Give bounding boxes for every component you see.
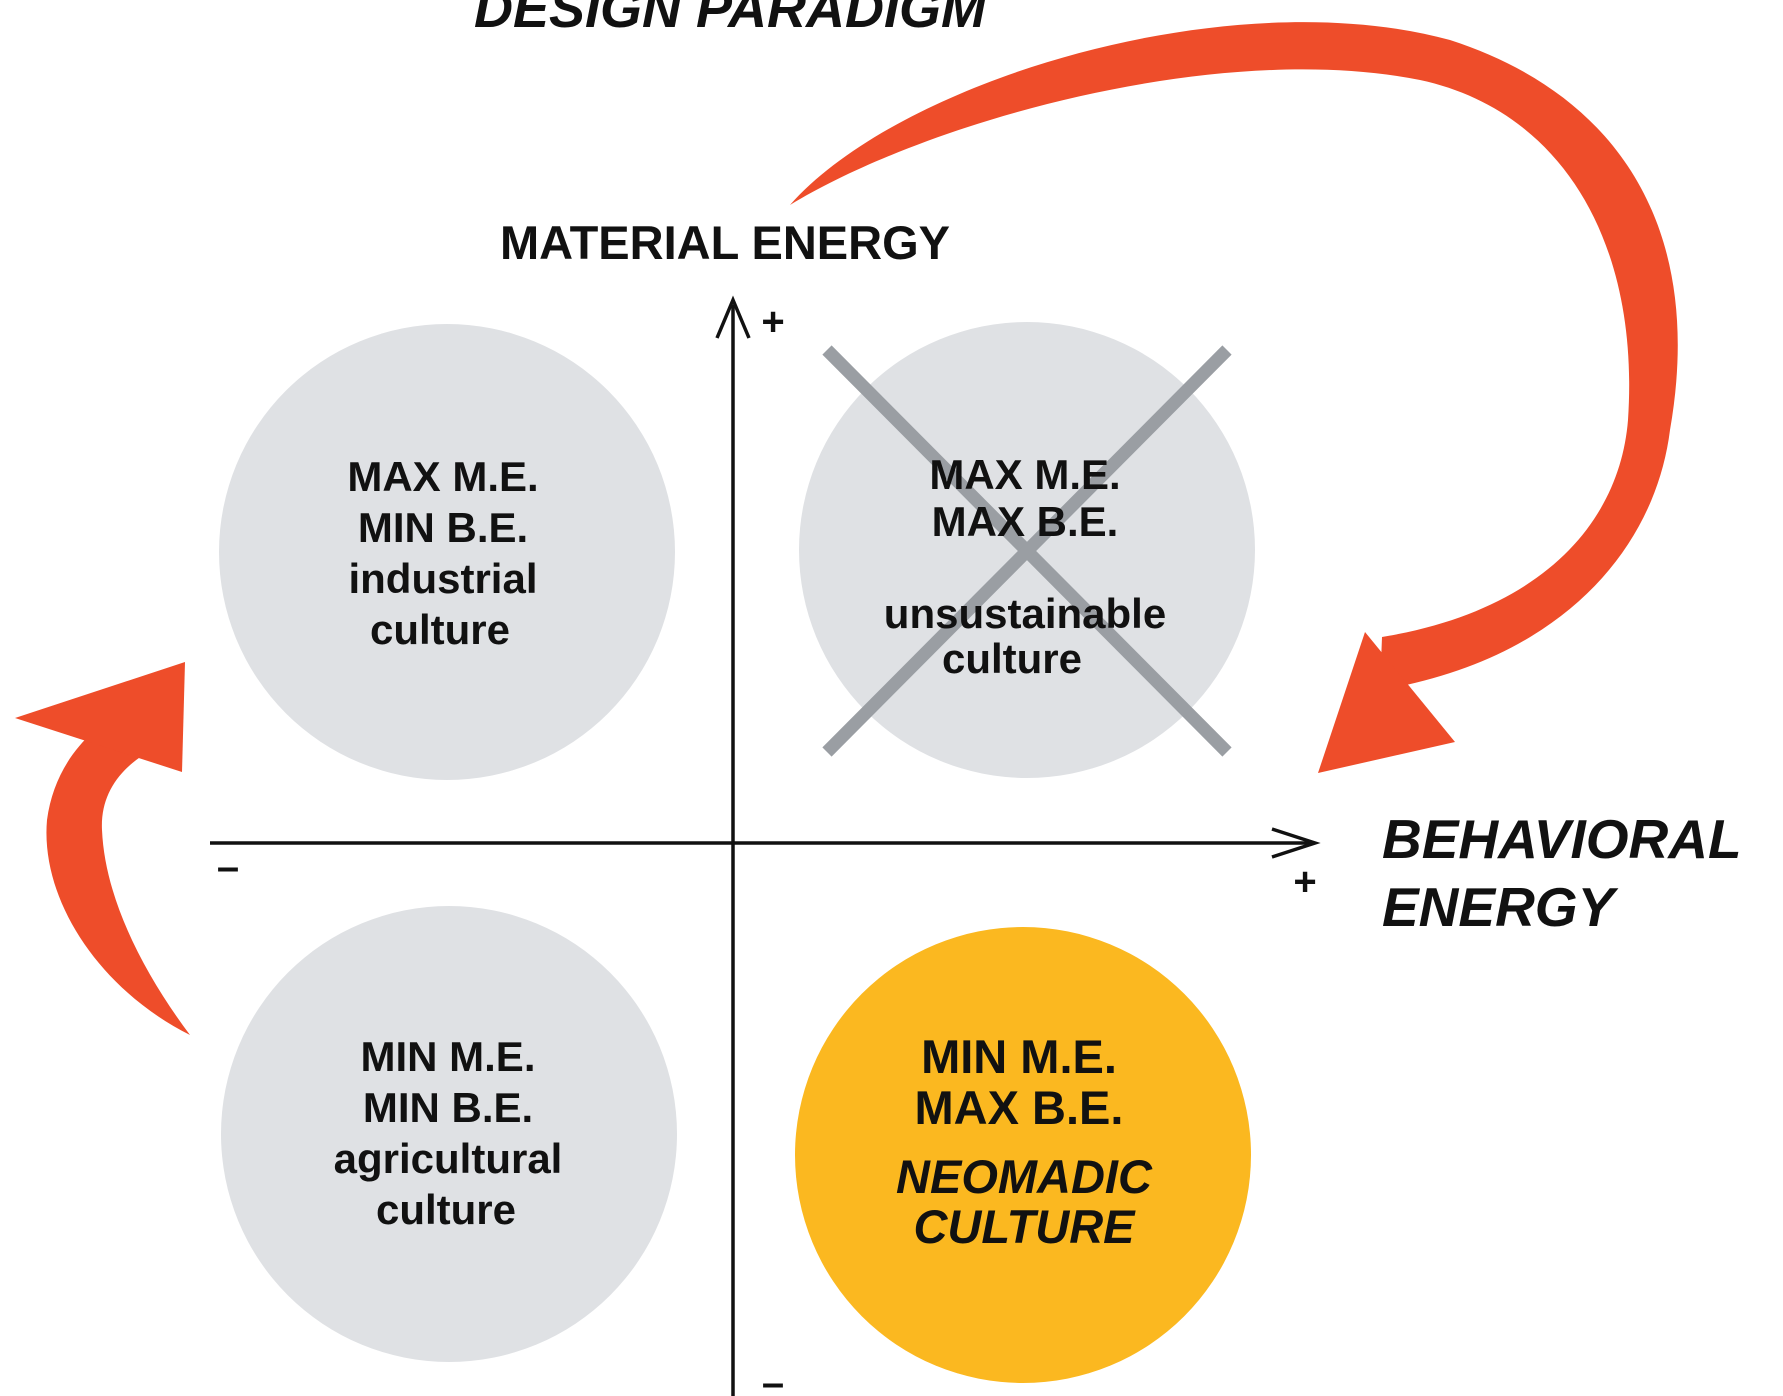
neomadic-line3: NEOMADIC — [896, 1150, 1153, 1203]
neomadic-line1: MIN M.E. — [921, 1030, 1117, 1083]
x-axis-label-line2: ENERGY — [1382, 876, 1619, 938]
x-axis-minus: – — [217, 845, 239, 889]
agricultural-line1: MIN M.E. — [361, 1033, 536, 1080]
quadrant-bottom-left-text: MIN M.E. MIN B.E. agricultural culture — [334, 1033, 563, 1233]
diagram-title: DESIGN PARADIGM — [474, 0, 987, 39]
y-axis-plus: + — [761, 300, 784, 344]
industrial-line2: MIN B.E. — [358, 504, 528, 551]
industrial-line4: culture — [370, 606, 510, 653]
red-arrowhead-left — [15, 662, 185, 772]
circle-neomadic — [795, 927, 1251, 1383]
x-axis-plus: + — [1293, 860, 1316, 904]
unsustainable-line2: MAX B.E. — [932, 498, 1119, 545]
quadrant-bottom-right-text: MIN M.E. MAX B.E. NEOMADIC CULTURE — [896, 1030, 1153, 1253]
cross-out-mark — [822, 345, 1232, 757]
industrial-line1: MAX M.E. — [347, 453, 538, 500]
neomadic-line2: MAX B.E. — [915, 1081, 1124, 1134]
axes — [210, 295, 1321, 1396]
quadrant-top-right-text: MAX M.E. MAX B.E. unsustainable culture — [884, 451, 1166, 682]
industrial-line3: industrial — [348, 555, 537, 602]
x-axis-arrowhead — [1271, 827, 1321, 859]
quadrant-top-left-text: MAX M.E. MIN B.E. industrial culture — [347, 453, 538, 653]
red-arrowhead-right — [1318, 632, 1455, 773]
x-axis-label-line1: BEHAVIORAL — [1382, 808, 1742, 870]
agricultural-line2: MIN B.E. — [363, 1084, 533, 1131]
red-arrow-left-curve — [46, 700, 190, 1035]
circle-industrial — [219, 324, 675, 780]
circle-agricultural — [221, 906, 677, 1362]
unsustainable-line1: MAX M.E. — [929, 451, 1120, 498]
unsustainable-line4: culture — [942, 635, 1082, 682]
y-axis-arrowhead — [715, 295, 751, 339]
neomadic-line4: CULTURE — [913, 1200, 1136, 1253]
unsustainable-line3: unsustainable — [884, 590, 1166, 637]
y-axis-minus: – — [762, 1361, 784, 1396]
cross-stroke-2 — [822, 345, 1232, 757]
y-axis-label: MATERIAL ENERGY — [500, 216, 950, 269]
agricultural-line4: culture — [376, 1186, 516, 1233]
agricultural-line3: agricultural — [334, 1135, 563, 1182]
